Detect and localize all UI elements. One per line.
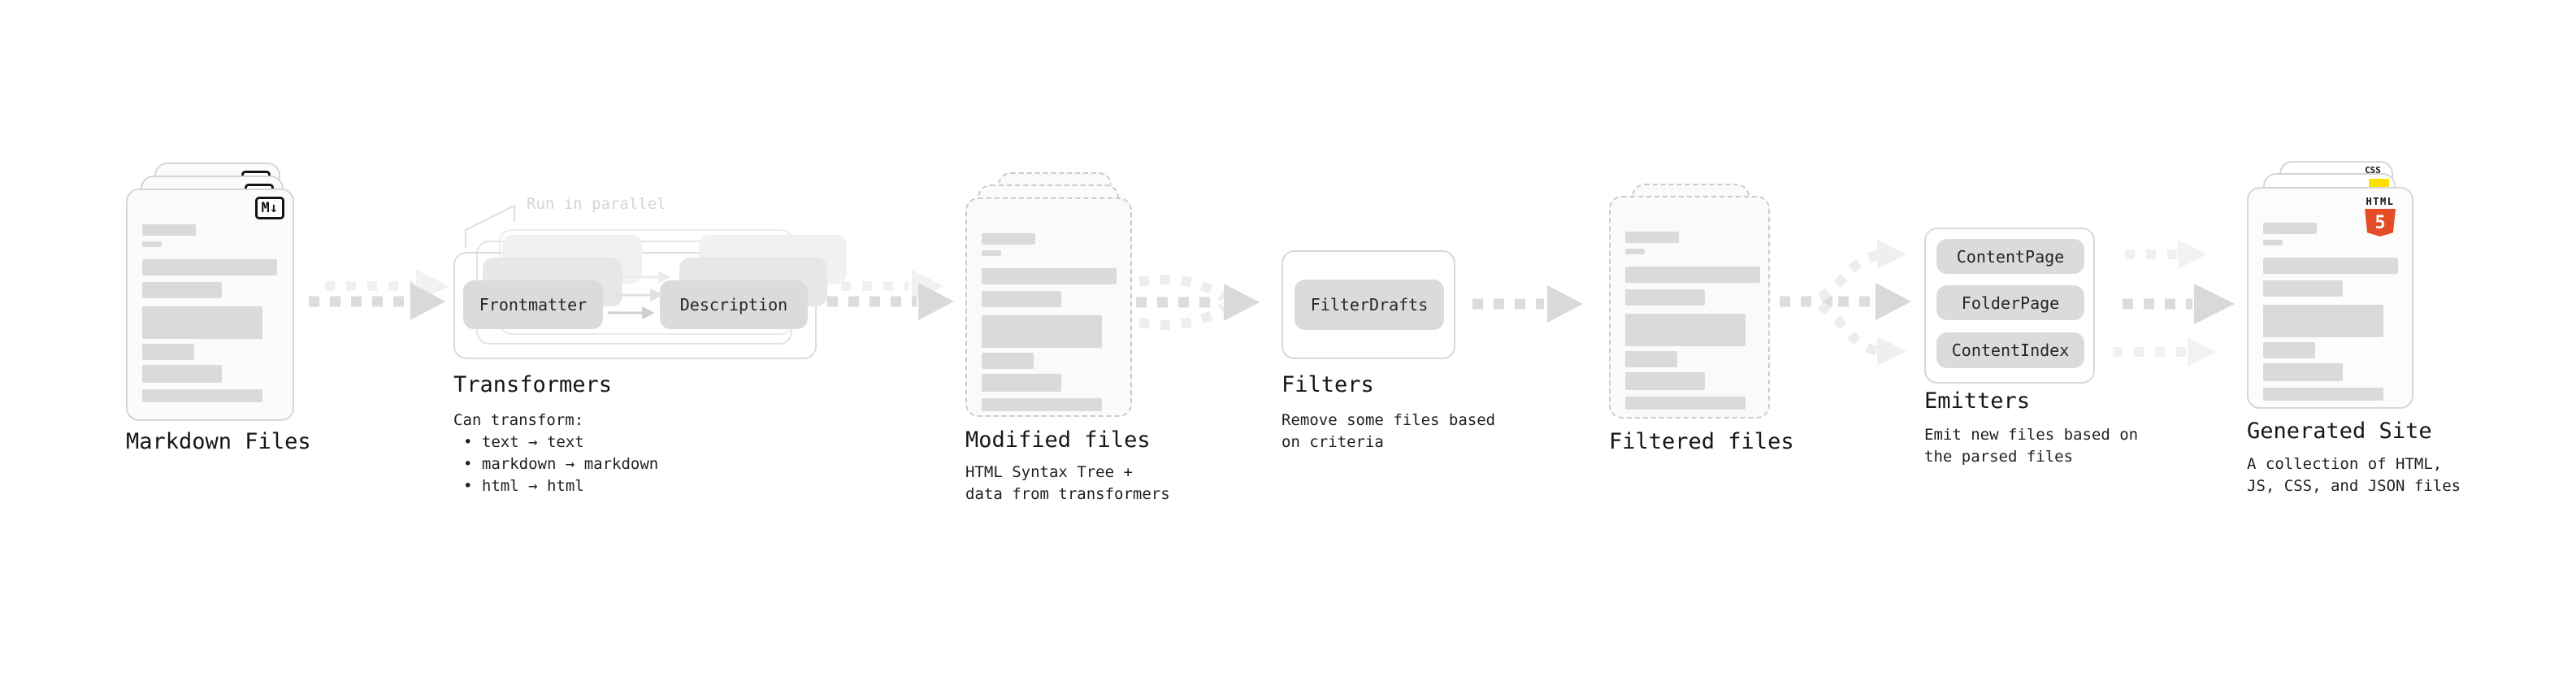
bullet-html-to-html: • html → html: [463, 477, 584, 495]
filters-subtitle: Remove some files based on criteria: [1281, 411, 1496, 451]
modified-files-subtitle: HTML Syntax Tree + data from transformer…: [965, 463, 1170, 503]
filters-box: FilterDrafts: [1281, 250, 1455, 359]
stage-title-emitters: Emitters: [1924, 388, 2031, 414]
emitters-subtitle: Emit new files based on the parsed files: [1924, 426, 2139, 466]
bullet-text-to-text: • text → text: [463, 433, 584, 451]
description-pill: Description: [660, 280, 808, 329]
stage-title-transformers: Transformers: [453, 372, 613, 397]
filtered-file-card-front: [1609, 196, 1770, 419]
markdown-file-card-front: M↓: [126, 189, 294, 421]
generated-site-subtitle: A collection of HTML, JS, CSS, and JSON …: [2247, 455, 2461, 495]
document-text-placeholder: [142, 224, 277, 402]
arrow-markdown-to-transformers: [309, 270, 449, 320]
arrows-emitters-to-generated: [2113, 240, 2235, 367]
frontmatter-pill: Frontmatter: [463, 280, 603, 329]
stage-title-generated-site: Generated Site: [2247, 419, 2432, 444]
bullet-markdown-to-markdown: • markdown → markdown: [463, 455, 659, 473]
document-text-placeholder: [982, 233, 1117, 411]
html5-shield: 5: [2365, 209, 2396, 236]
run-in-parallel-note: Run in parallel: [527, 195, 666, 213]
filterdrafts-pill: FilterDrafts: [1295, 280, 1444, 330]
stage-title-markdown-files: Markdown Files: [126, 429, 311, 454]
folderpage-pill: FolderPage: [1936, 285, 2084, 320]
document-text-placeholder: [2263, 223, 2398, 401]
arrow-transformers-to-modified: [827, 270, 954, 320]
html5-icon: HTML 5: [2358, 197, 2402, 236]
contentindex-pill: ContentIndex: [1936, 332, 2084, 368]
arrow-modified-to-filters-fan-in: [1136, 275, 1260, 330]
transformers-bullet-list: • text → text • markdown → markdown • ht…: [463, 432, 658, 497]
stage-title-modified-files: Modified files: [965, 427, 1151, 453]
markdown-icon: M↓: [254, 197, 284, 219]
transformers-heading: Can transform:: [453, 411, 584, 429]
stage-title-filters: Filters: [1281, 372, 1374, 397]
contentpage-pill: ContentPage: [1936, 239, 2084, 274]
generated-file-card-html: HTML 5: [2247, 187, 2413, 409]
arrow-filters-to-filtered: [1472, 285, 1583, 323]
document-text-placeholder: [1625, 232, 1760, 410]
arrow-filtered-to-emitters-fan-out: [1780, 240, 1911, 366]
emitters-box: ContentPage FolderPage ContentIndex: [1924, 228, 2095, 384]
stage-title-filtered-files: Filtered files: [1609, 429, 1794, 454]
modified-file-card-front: [965, 197, 1132, 417]
